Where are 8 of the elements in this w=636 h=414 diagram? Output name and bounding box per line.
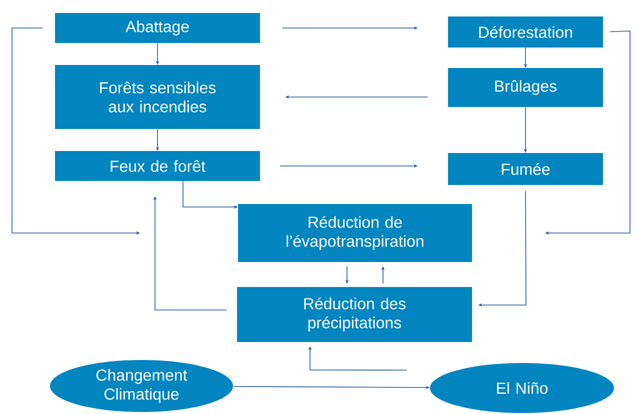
process-box: Forêts sensibles aux incendies bbox=[55, 65, 260, 129]
process-box: Brûlages bbox=[448, 68, 603, 107]
process-box: Abattage bbox=[55, 13, 260, 43]
process-box: Réduction de l’évapotranspiration bbox=[238, 204, 472, 262]
process-box: Feux de forêt bbox=[55, 151, 260, 181]
process-box: Réduction des précipitations bbox=[237, 287, 472, 342]
process-box: Déforestation bbox=[448, 16, 603, 48]
process-box: Fumée bbox=[448, 153, 603, 185]
